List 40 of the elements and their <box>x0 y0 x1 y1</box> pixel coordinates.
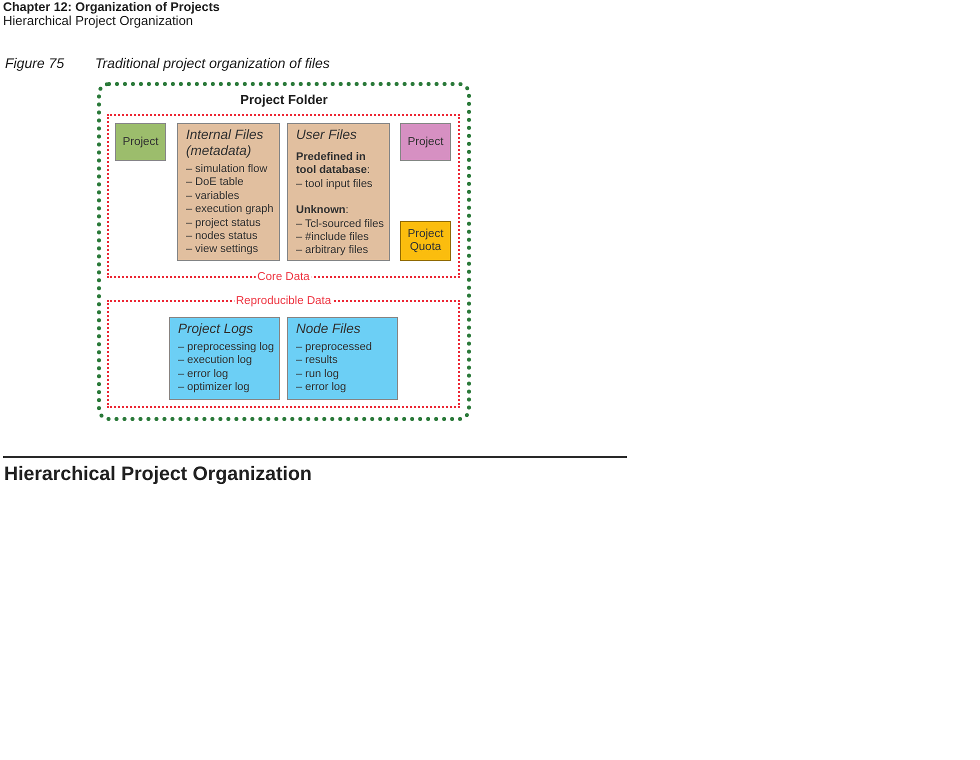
file-list-card <box>169 317 280 400</box>
card-heading: Node Files <box>296 321 361 337</box>
card-heading: Internal Files (metadata) <box>186 127 264 159</box>
section-heading: Hierarchical Project Organization <box>4 464 312 486</box>
list-item: – run log <box>296 368 339 382</box>
list-item: – error log <box>296 381 346 395</box>
list-item: – preprocessing log <box>178 341 274 354</box>
category-label: Predefined in tool database: <box>296 151 371 178</box>
list-item: – project status <box>186 216 261 230</box>
list-item: – execution graph <box>186 203 274 217</box>
file-list-card <box>177 123 280 261</box>
list-item: – arbitrary files <box>296 244 368 258</box>
group-label: Reproducible Data <box>234 294 334 308</box>
list-item: – #include files <box>296 231 369 244</box>
card-heading: User Files <box>296 127 357 143</box>
list-item: – variables <box>186 190 240 204</box>
list-item: – DoE table <box>186 176 244 190</box>
list-item: – tool input files <box>296 178 372 192</box>
list-item: – results <box>296 354 338 368</box>
chapter-heading: Chapter 12: Organization of Projects <box>3 0 220 14</box>
section-header: Hierarchical Project Organization <box>3 13 194 28</box>
category-label: Unknown: <box>296 204 349 218</box>
list-item: – nodes status <box>186 230 258 244</box>
folder-frame <box>97 82 471 421</box>
file-list-card <box>287 123 390 261</box>
list-item: – execution log <box>178 354 252 368</box>
list-item: – preprocessed <box>296 341 372 354</box>
card-heading: Project Logs <box>178 321 254 337</box>
list-item: – optimizer log <box>178 381 250 395</box>
list-item: – error log <box>178 368 228 382</box>
figure-number: Figure 75 <box>5 55 64 71</box>
list-item: – Tcl-sourced files <box>296 218 384 232</box>
list-item: – view settings <box>186 243 258 257</box>
figure-caption: Traditional project organization of files <box>95 55 330 71</box>
file-list-card <box>287 317 398 400</box>
quota-box: Project Quota <box>400 221 451 261</box>
project-box: Project <box>115 123 166 161</box>
list-item: – simulation flow <box>186 163 268 176</box>
project-box: Project <box>400 123 451 161</box>
group-title: Project Folder <box>240 92 328 107</box>
